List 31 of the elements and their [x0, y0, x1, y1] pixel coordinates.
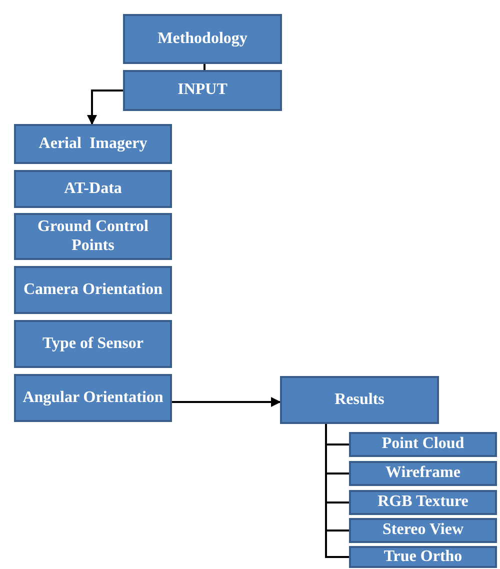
process-box: [349, 432, 497, 457]
box-label: Camera Orientation: [23, 280, 163, 300]
box-label: AT-Data: [64, 180, 122, 198]
process-box: [349, 490, 497, 515]
box-label: Aerial Imagery: [38, 134, 148, 154]
box-label: True Ortho: [384, 548, 462, 566]
process-box: [14, 213, 172, 260]
arrow: [87, 90, 123, 125]
process-box: [14, 266, 172, 314]
box-label: Angular Orientation: [22, 388, 164, 408]
process-box: [280, 376, 439, 424]
process-box: [14, 320, 172, 368]
process-box: [14, 374, 172, 422]
box-label: Methodology: [158, 30, 248, 48]
box-label: Results: [334, 390, 384, 410]
process-box: [14, 170, 172, 208]
box-label: Ground Control Points: [36, 218, 150, 255]
box-label: Stereo View: [382, 521, 464, 540]
box-label: Type of Sensor: [42, 334, 144, 354]
process-box: [349, 518, 497, 543]
process-box: [123, 70, 282, 111]
box-label: Wireframe: [386, 464, 460, 483]
box-label: Point Cloud: [382, 435, 464, 454]
box-label: INPUT: [178, 81, 228, 100]
arrow: [172, 397, 281, 407]
connector-line: [204, 64, 206, 70]
process-box: [123, 14, 282, 64]
box-label: RGB Texture: [378, 493, 468, 512]
process-box: [349, 546, 497, 568]
process-box: [349, 461, 497, 486]
process-box: [14, 124, 172, 164]
